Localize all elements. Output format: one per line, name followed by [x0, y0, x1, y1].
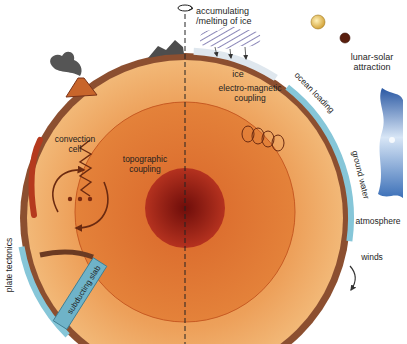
mountain	[148, 40, 184, 58]
wind-arrow	[350, 266, 355, 290]
label: ground water	[349, 150, 370, 201]
convection-arrow	[76, 182, 108, 228]
fall-arrow	[245, 47, 246, 59]
fall-arrow	[215, 47, 217, 56]
hot-plume	[32, 140, 40, 215]
volcano	[66, 78, 97, 97]
sun	[311, 15, 325, 29]
zigzag	[80, 140, 91, 196]
ice-cloud	[200, 26, 261, 48]
label: topographic coupling	[114, 155, 176, 175]
plume	[50, 52, 81, 76]
moon	[340, 33, 350, 43]
axis	[185, 14, 186, 344]
atmosphere-picture	[378, 88, 403, 198]
label: lunar-solar attraction	[342, 52, 402, 73]
ocean	[287, 87, 351, 241]
label: winds	[361, 253, 383, 263]
coil-loop	[272, 135, 284, 151]
dot	[78, 197, 82, 201]
dot	[68, 197, 72, 201]
fall-arrow	[230, 49, 231, 58]
label: convection cell	[50, 135, 100, 155]
label: atmosphere	[356, 217, 401, 227]
label: electro-magnetic coupling	[212, 84, 288, 104]
label: ice	[232, 69, 244, 79]
plate	[40, 252, 93, 257]
rotation-arrow	[178, 5, 192, 11]
slab	[53, 258, 107, 330]
label: accumulating /melting of ice	[196, 6, 272, 27]
rotation-arrow	[189, 6, 193, 10]
label: plate tectonics	[5, 238, 15, 292]
sky-spot	[389, 137, 395, 143]
dot	[88, 197, 92, 201]
